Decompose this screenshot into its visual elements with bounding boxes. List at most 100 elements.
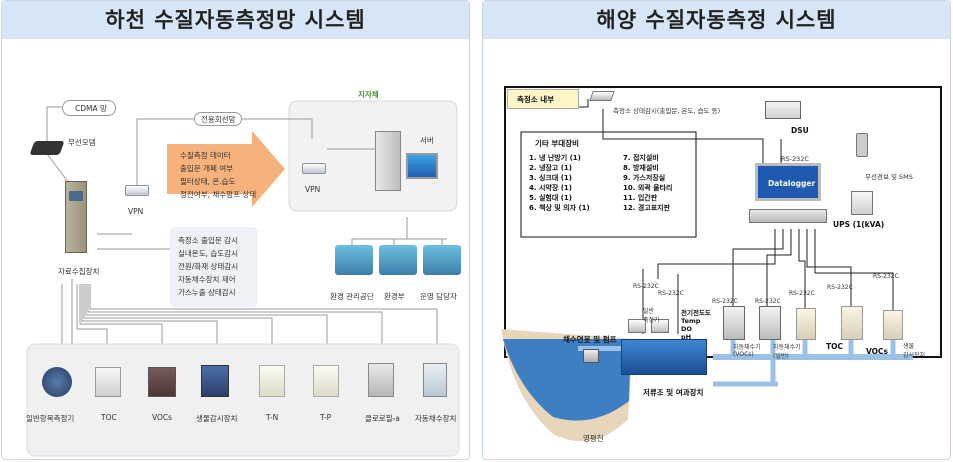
- param-item: pH: [681, 333, 692, 341]
- chlorophyll-instrument-icon: [368, 363, 394, 397]
- dedicated-line-label-box: [194, 112, 242, 126]
- data-item: 수질측정 데이터: [180, 151, 231, 160]
- monitoring-box: [170, 227, 258, 307]
- instrument-label: 일반항목측정기: [26, 414, 75, 423]
- toc-analyzer-icon: [796, 308, 816, 340]
- client-workstation-icon: [423, 245, 461, 275]
- aux-item: 12. 경고표지판: [623, 204, 671, 212]
- instrument-label: VOCs: [152, 413, 173, 422]
- sampler-general-label: 자동채수기 (일반): [773, 344, 801, 360]
- monitor-item: 실내온도, 습도감시: [178, 249, 238, 258]
- auto-sampler-icon: [423, 363, 447, 397]
- river-system-panel: 하천 수질자동측정망 시스템 CDMA: [1, 0, 470, 460]
- aux-item: 11. 입간판: [623, 194, 658, 202]
- region-label: 지자체: [358, 90, 379, 99]
- phone-icon: [856, 133, 868, 157]
- ups-label: UPS (1(kVA): [833, 220, 885, 229]
- client-label-ministry-agency: 환경 관리공단: [330, 292, 374, 301]
- ups-icon: [851, 191, 873, 215]
- vpn-left-icon: [125, 185, 149, 196]
- data-item: 필터상태, 온.습도: [180, 177, 236, 186]
- server-icon: [375, 131, 401, 191]
- toc-instrument-icon: [95, 367, 121, 397]
- sampler-general-icon: [759, 306, 781, 340]
- monitor-item: 전원/화재 상태감시: [178, 262, 239, 271]
- monitor-item: 측정소 출입문 감시: [178, 236, 238, 245]
- monitoring-items-list: 측정소 출입문 감시 실내온도, 습도감시 전원/화재 상태감시 자동채수장치 …: [178, 234, 238, 299]
- monitor-item: 가스누출 상태감시: [178, 288, 236, 297]
- instrument-label: T-N: [266, 413, 279, 422]
- dsu-icon: [765, 101, 801, 119]
- client-workstation-icon: [379, 245, 417, 275]
- param-item: DO: [681, 325, 692, 333]
- dedicated-line-label: 전용회선망: [201, 115, 236, 124]
- bio-label: 생물 감시장치: [903, 343, 926, 359]
- rs232c-label: RS-232C: [789, 290, 815, 297]
- cdma-label-box: [62, 100, 116, 116]
- datalogger-monitor: [755, 163, 821, 201]
- rs232c-label: RS-232C: [633, 283, 659, 290]
- sampler-vocs-icon: [723, 306, 745, 340]
- data-item: 출입문 개폐 여부: [180, 164, 234, 173]
- basic-sensor-label: 일반 측정기: [643, 308, 660, 324]
- datalogger-label: Datalogger: [768, 179, 816, 188]
- server-label: 서버: [420, 136, 434, 145]
- rs232c-label: RS-232C: [781, 155, 809, 163]
- vpn-right-icon: [302, 163, 326, 174]
- vocs-instrument-icon: [148, 367, 176, 397]
- rs232c-label: RS-232C: [658, 290, 684, 297]
- datalogger-unit: [749, 209, 827, 223]
- tank-label: 저류조 및 여과장치: [643, 388, 704, 397]
- rs232c-label: RS-232C: [712, 298, 738, 305]
- aux-list-right: 7. 접지설비 8. 방재설비 9. 가스저장실 10. 외곽 울타리 11. …: [623, 153, 672, 213]
- data-item: 정전여부, 채수펌프 상태: [180, 190, 257, 199]
- rs232c-label: RS-232C: [827, 284, 853, 291]
- storage-tank-icon: [621, 339, 707, 375]
- marine-network-lines: [501, 86, 942, 442]
- bio-monitor-icon: [201, 365, 229, 397]
- station-inside-tag: [507, 89, 579, 109]
- aux-list-left: 1. 냉 난방기 (1) 2. 냉장고 (1) 3. 싱크대 (1) 4. 시약…: [529, 153, 590, 213]
- basic-sensor-icon: [651, 319, 669, 333]
- param-item: Temp: [681, 317, 701, 325]
- rs232c-label: RS-232C: [873, 273, 899, 280]
- river-system-title: 하천 수질자동측정망 시스템: [2, 1, 469, 39]
- river-network-lines: [26, 100, 460, 457]
- server-monitor-icon: [406, 153, 438, 179]
- aux-item: 4. 시약장 (1): [529, 184, 572, 192]
- instrument-label: 클로로필-a: [365, 414, 400, 423]
- aux-item: 10. 외곽 울타리: [623, 184, 673, 192]
- toc-label: TOC: [826, 342, 843, 351]
- data-items-list: 수질측정 데이터 출입문 개폐 여부 필터상태, 온.습도 정전여부, 채수펌프…: [180, 149, 256, 201]
- instrument-label: T-P: [320, 413, 332, 422]
- aux-item: 3. 싱크대 (1): [529, 174, 572, 182]
- collector-label: 자료수집장치: [58, 267, 100, 276]
- tn-instrument-icon: [259, 365, 285, 397]
- basic-sensor-icon: [628, 319, 646, 333]
- marine-system-panel: 해양 수질자동측정 시스템 측정소 내: [482, 0, 951, 460]
- dsu-label: DSU: [791, 126, 809, 135]
- aux-item: 1. 냉 난방기 (1): [529, 154, 581, 162]
- alarm-label: 무선경보 및 SMS: [865, 173, 913, 181]
- general-meter-icon: [42, 367, 72, 397]
- intake-label: 채수연못 및 펌프: [563, 335, 617, 344]
- aux-item: 8. 방재설비: [623, 164, 659, 172]
- sampler-vocs-label: 자동채수기 (VOCs): [733, 344, 761, 358]
- monitor-item: 자동채수장치 제어: [178, 275, 236, 284]
- collector-screen: [69, 191, 83, 201]
- aux-item: 6. 책상 및 의자 (1): [529, 204, 590, 212]
- client-label-ministry: 환경부: [384, 292, 405, 301]
- station-inside-label: 측정소 내부: [517, 95, 555, 104]
- station-sensor-note: 측정소 상태감시(출입문, 온도, 습도 등): [613, 107, 721, 115]
- station-sensor-icon: [589, 91, 615, 101]
- vpn-left-label: VPN: [128, 207, 144, 216]
- rs232c-label: RS-232C: [755, 298, 781, 305]
- aux-title: 기타 부대장비: [535, 139, 580, 148]
- wireless-modem-icon: [29, 141, 65, 155]
- vocs-label: VOCs: [866, 347, 889, 356]
- cdma-label: CDMA 망: [75, 104, 107, 113]
- instrument-label: 자동채수장치: [415, 414, 457, 423]
- instrument-label: TOC: [101, 413, 117, 422]
- client-label-operator: 운영 담당자: [420, 292, 457, 301]
- marine-system-title: 해양 수질자동측정 시스템: [483, 1, 950, 39]
